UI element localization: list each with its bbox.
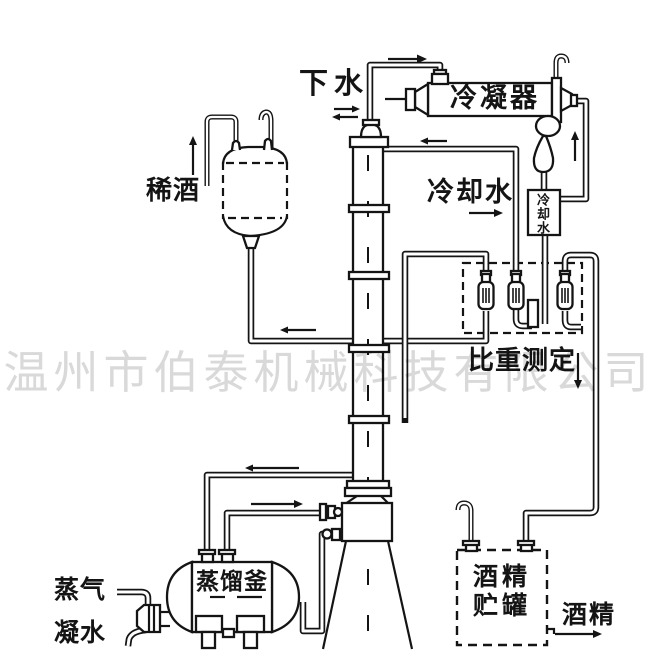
label-alcohol-tank-2: 贮罐 <box>472 592 531 620</box>
arrow-exchange-icon <box>332 105 360 121</box>
column-skirt <box>386 540 414 650</box>
tank-port <box>230 139 242 151</box>
steam-kettle <box>135 548 301 650</box>
arrow-right-icon <box>469 209 503 217</box>
kettle-leg <box>235 614 266 634</box>
separator-teardrop <box>532 134 555 174</box>
piping <box>117 56 596 646</box>
label-still-kettle: 蒸馏釜 <box>196 568 268 594</box>
hydrometer <box>556 269 574 311</box>
alcohol-outlet-stub <box>547 627 556 634</box>
arrow-left-icon <box>420 137 447 145</box>
condenser-body <box>426 81 554 118</box>
arrow-right-icon <box>388 54 427 64</box>
column-flange <box>347 343 391 354</box>
label-cooling-water-box: 冷却水 <box>535 193 550 235</box>
arrow-right-icon <box>555 630 602 638</box>
separator-bulb <box>534 114 562 138</box>
label-steam: 蒸气 <box>54 576 107 604</box>
distillation-column <box>318 118 414 650</box>
arrow-down-icon <box>574 353 582 389</box>
hydrometer <box>507 269 525 311</box>
label-cooling-water: 冷却水 <box>427 177 514 207</box>
label-alcohol-tank-1: 酒精 <box>472 563 531 591</box>
flow-arrows <box>189 54 602 638</box>
column-flange <box>347 414 391 425</box>
column-base-drum <box>340 501 394 543</box>
label-condensate-water: 凝水 <box>54 619 107 647</box>
hydrometers <box>477 269 574 329</box>
standpipe <box>526 298 540 329</box>
arrow-up-icon <box>189 136 197 175</box>
hydrometer <box>477 269 495 311</box>
tank-port <box>262 137 274 151</box>
column-skirt <box>321 540 348 650</box>
arrow-left-icon <box>245 464 299 472</box>
arrow-left-icon <box>280 326 316 334</box>
dilute-alcohol-tank <box>221 137 289 250</box>
alcohol-storage-tank <box>455 539 549 647</box>
condenser-vessel <box>404 68 579 174</box>
arrow-up-icon <box>571 131 579 161</box>
cooling-water-box <box>526 188 562 237</box>
feed-nozzle-flange <box>318 502 328 522</box>
label-condenser: 冷凝器 <box>450 83 540 113</box>
label-drain-water: 下水 <box>299 68 370 100</box>
label-alcohol-out: 酒精 <box>562 601 617 629</box>
column-flange <box>347 203 391 214</box>
arrow-right-icon <box>251 500 303 508</box>
column-flange <box>347 270 391 281</box>
kettle-leg <box>194 614 224 634</box>
condenser-left-cone <box>413 81 430 118</box>
kettle-left-cap <box>165 560 194 634</box>
label-gravity-measurement: 比重测定 <box>468 345 577 375</box>
condenser-inlet-fitting <box>430 72 450 86</box>
gravity-test-box <box>461 261 584 335</box>
kettle-right-cap <box>270 560 301 634</box>
return-nozzle <box>321 528 333 540</box>
label-dilute-alcohol: 稀酒 <box>146 175 201 205</box>
tank-funnel-outlet <box>241 234 261 250</box>
